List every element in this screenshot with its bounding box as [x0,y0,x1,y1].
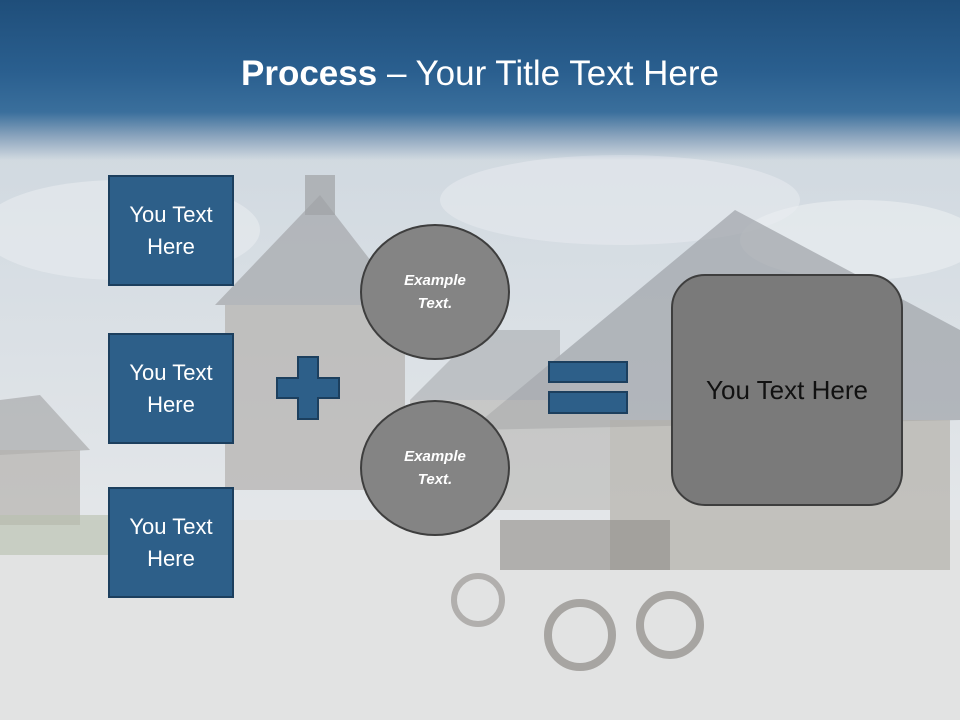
result-box: You Text Here [671,274,903,506]
input-box-2: You Text Here [108,333,234,444]
example-circle-1-label: Example Text. [404,272,466,312]
equals-icon [548,361,628,414]
title-rest: Your Title Text Here [415,54,720,93]
title-bold: Process [241,54,378,93]
input-box-1-label: You Text Here [129,201,213,259]
title-separator: – [377,54,416,93]
page-title: Process – Your Title Text Here [0,52,960,96]
plus-icon [276,356,340,420]
header-band [0,0,960,160]
result-box-label: You Text Here [706,374,868,405]
input-box-3: You Text Here [108,487,234,598]
input-box-2-label: You Text Here [129,359,213,417]
example-circle-1: Example Text. [360,224,510,360]
example-circle-2-label: Example Text. [404,448,466,488]
input-box-1: You Text Here [108,175,234,286]
input-box-3-label: You Text Here [129,513,213,571]
example-circle-2: Example Text. [360,400,510,536]
